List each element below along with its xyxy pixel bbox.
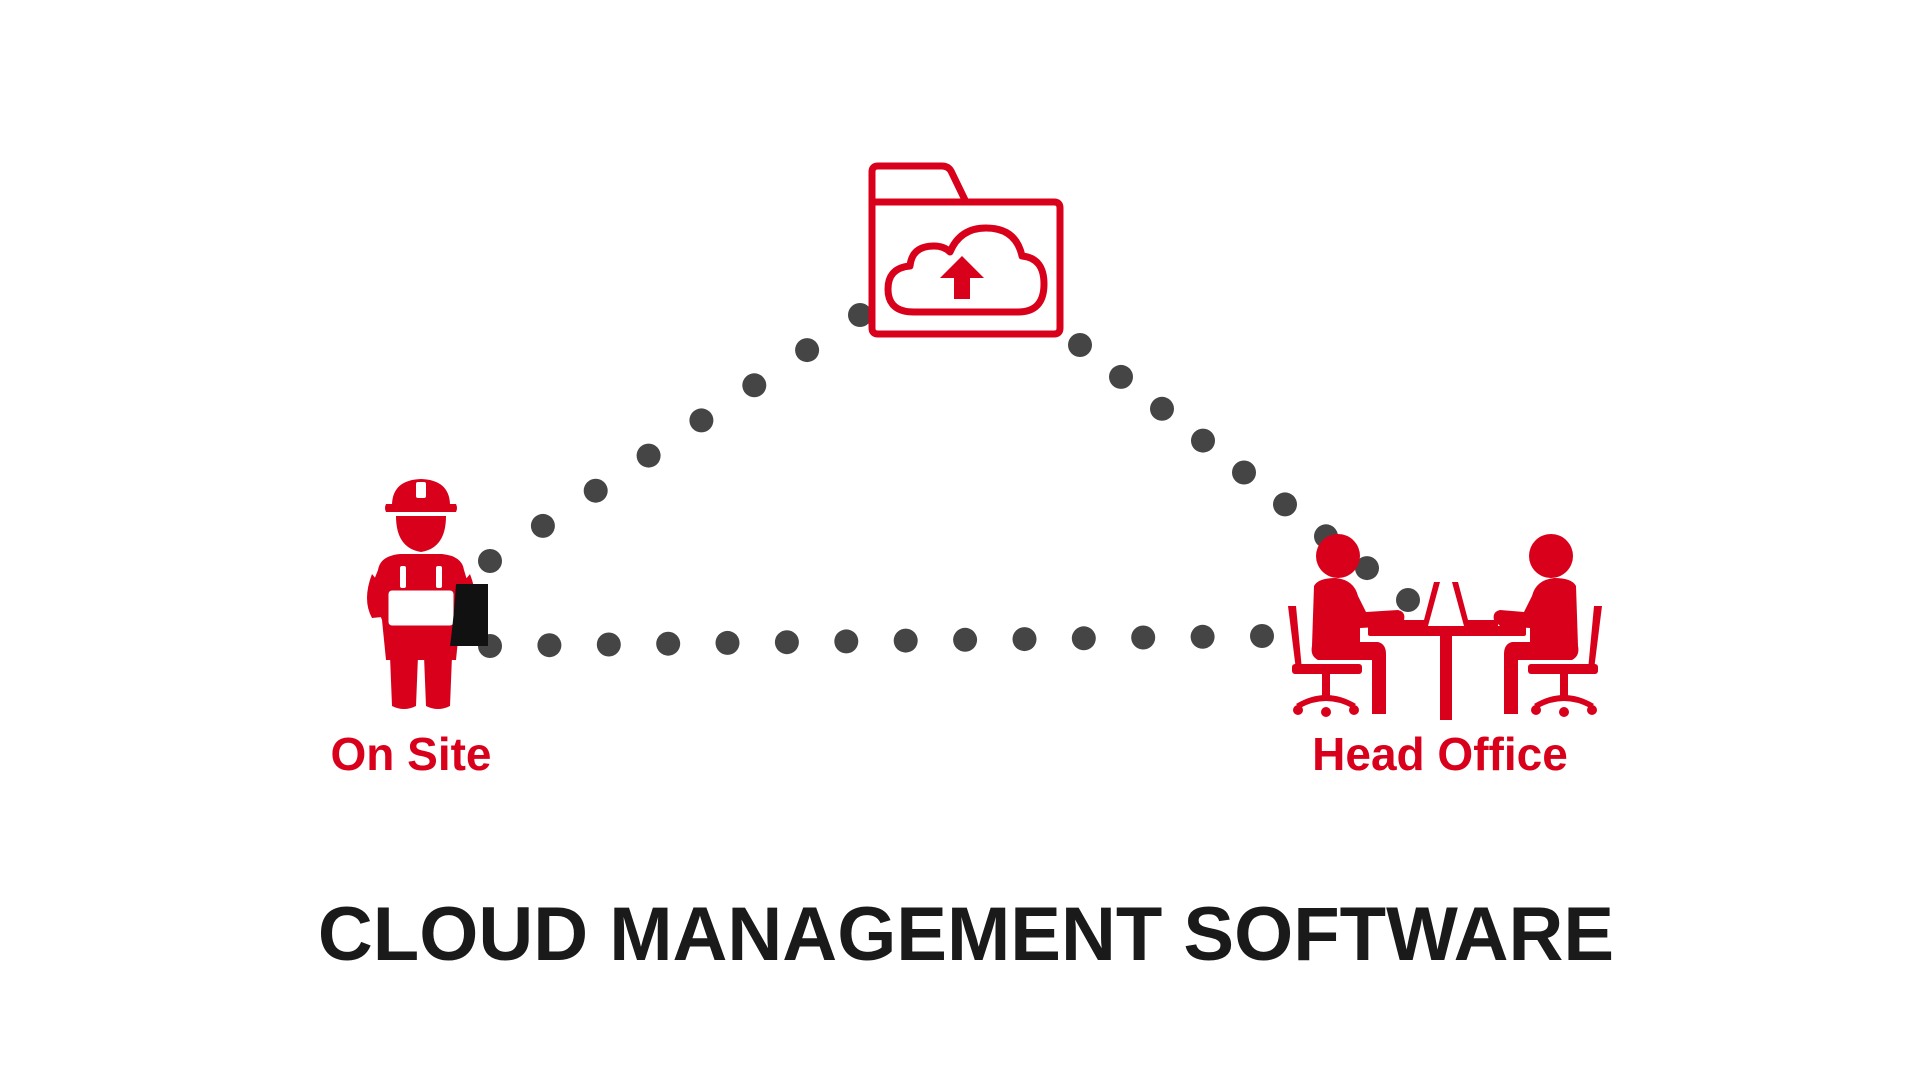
connection-dot <box>1355 556 1379 581</box>
connection-dot <box>1150 396 1174 421</box>
connection-dot <box>530 513 555 538</box>
connection-dot <box>1190 624 1215 649</box>
connection-dot <box>848 303 872 327</box>
connection-dot <box>774 630 799 655</box>
tablet-icon <box>383 585 459 631</box>
connection-dot <box>583 478 608 503</box>
connection-dot <box>715 630 740 655</box>
office-meeting-icon <box>1288 534 1602 720</box>
connection-dot <box>1396 588 1420 612</box>
connection-dot <box>537 633 562 658</box>
connection-dot <box>1068 333 1092 357</box>
connection-dot <box>1131 625 1156 650</box>
connection-dot <box>1250 624 1274 648</box>
connection-dot <box>1232 460 1256 485</box>
construction-worker-icon <box>367 479 488 709</box>
connection-dot <box>656 631 681 656</box>
connection-dot <box>893 628 918 653</box>
connection-onsite-to-cloud <box>478 303 872 573</box>
connection-dot <box>742 373 767 398</box>
connection-dot <box>596 632 621 657</box>
connection-dot <box>953 627 978 652</box>
connection-dot <box>478 549 502 573</box>
head-office-label: Head Office <box>1312 728 1568 780</box>
connection-dot <box>1071 626 1096 651</box>
bag-icon <box>450 584 488 646</box>
upload-arrow-icon <box>940 256 984 299</box>
connection-dot <box>1109 364 1133 389</box>
connection-dot <box>795 338 820 363</box>
connection-dot <box>636 443 661 468</box>
head-office-node: Head Office <box>1288 534 1602 780</box>
connection-onsite-to-headoffice <box>478 624 1274 658</box>
caption-title: CLOUD MANAGEMENT SOFTWARE <box>318 892 1614 977</box>
on-site-label: On Site <box>330 728 491 780</box>
connection-cloud-to-headoffice <box>1068 333 1420 612</box>
on-site-node: On Site <box>330 479 492 780</box>
connection-dot <box>1012 627 1037 652</box>
cloud-upload-folder-icon <box>868 162 1064 338</box>
connection-dot <box>1191 428 1215 453</box>
connection-dot <box>689 408 714 433</box>
cloud-node <box>868 162 1064 338</box>
connections <box>478 303 1420 658</box>
connection-dot <box>834 629 859 654</box>
connection-dot <box>1273 492 1297 517</box>
